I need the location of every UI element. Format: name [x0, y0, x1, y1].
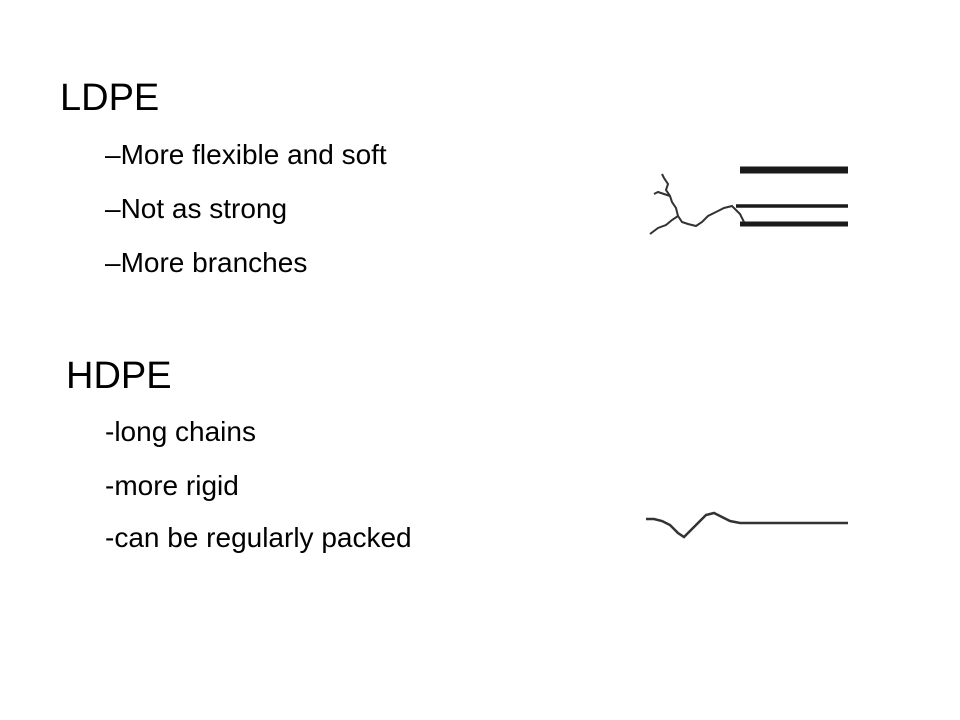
ldpe-branch-side-2: [653, 190, 671, 197]
hdpe-chain-line: [646, 511, 848, 539]
hdpe-heading: HDPE: [66, 355, 172, 397]
ldpe-branch-side-1: [661, 173, 679, 217]
linear-polymer-chain-icon: [646, 511, 848, 539]
hdpe-bullet-packed: -can be regularly packed: [105, 522, 412, 553]
hdpe-bullet-long-chains: -long chains: [105, 416, 256, 447]
ldpe-branch-main: [649, 204, 745, 235]
ldpe-heading: LDPE: [60, 77, 160, 119]
ldpe-bullet-branches: –More branches: [105, 247, 308, 278]
ldpe-bullet-flexible: –More flexible and soft: [105, 139, 387, 170]
hdpe-bullet-rigid: -more rigid: [105, 470, 239, 501]
branched-polymer-chain-icon: [649, 166, 848, 235]
ldpe-bullet-strength: –Not as strong: [105, 193, 288, 224]
